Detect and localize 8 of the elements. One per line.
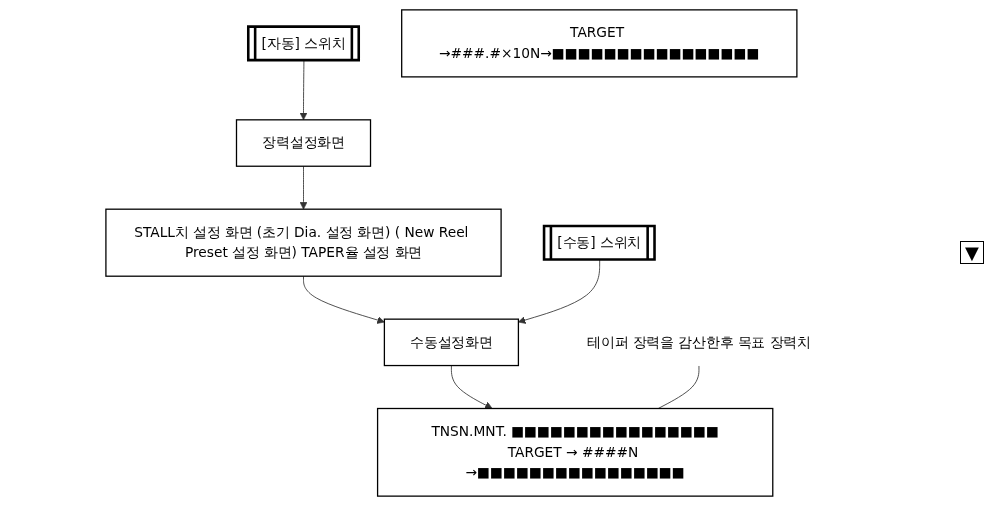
node-box: 수동설정화면 (383, 318, 519, 366)
node-text: 테이퍼 장력을 감산한후 목표 장력치 (586, 333, 811, 350)
node-box: TNSN.MNT. ■■■■■■■■■■■■■■■■ TARGET → ####N →■■■■■■■■■■■■■■■■ (376, 407, 774, 497)
direction-mark: ▼ (960, 241, 984, 264)
node-box: STALL치 설정 화면 (초기 Dia. 설정 화면) ( New Reel Preset 설정 화면) TAPER율 설정 화면 (105, 208, 502, 277)
node-box: 장력설정화면 (235, 118, 371, 167)
node-box: TARGET →###.#×10N→■■■■■■■■■■■■■■■■ (400, 8, 798, 78)
connector (657, 364, 700, 409)
